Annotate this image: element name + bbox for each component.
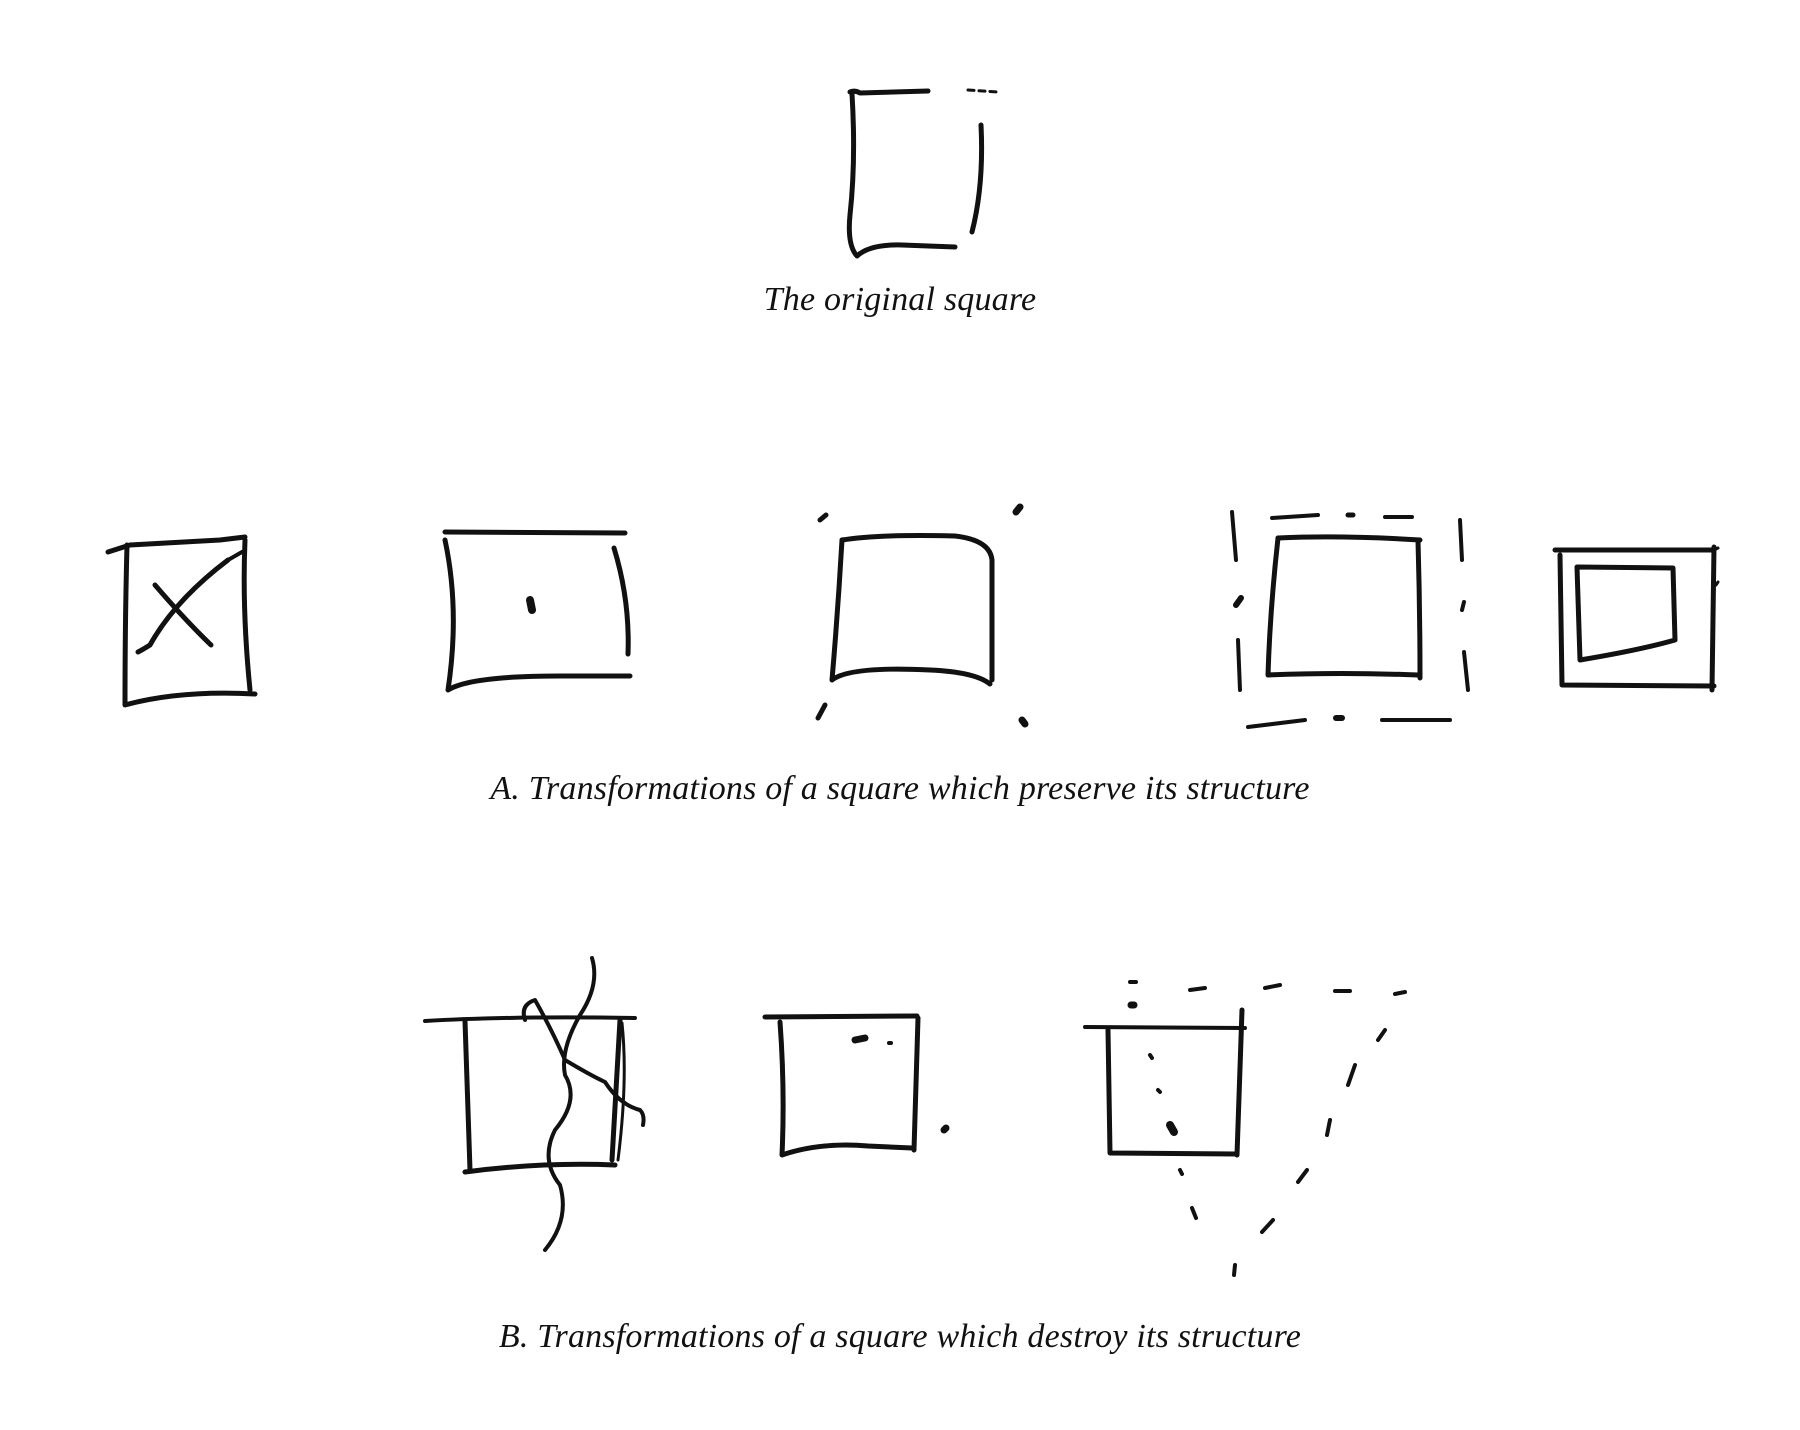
destroy-square-triangle-sketch [1083, 980, 1407, 1277]
preserve-square-concentric-sketch [1552, 544, 1720, 693]
preserve-square-dot-sketch [442, 529, 633, 693]
caption-destroy-structure: B. Transformations of a square which des… [498, 1318, 1302, 1355]
original-square-sketch [846, 88, 1000, 259]
destroy-square-dots-sketch [762, 1013, 950, 1158]
caption-original-square: The original square [763, 281, 1037, 318]
preserve-square-frame-sketch [1230, 510, 1470, 729]
preserve-square-corners-sketch [815, 503, 1029, 728]
destroy-square-wavy-sketch [423, 956, 646, 1252]
caption-preserve-structure: A. Transformations of a square which pre… [490, 770, 1310, 807]
preserve-square-x-sketch [105, 534, 258, 708]
